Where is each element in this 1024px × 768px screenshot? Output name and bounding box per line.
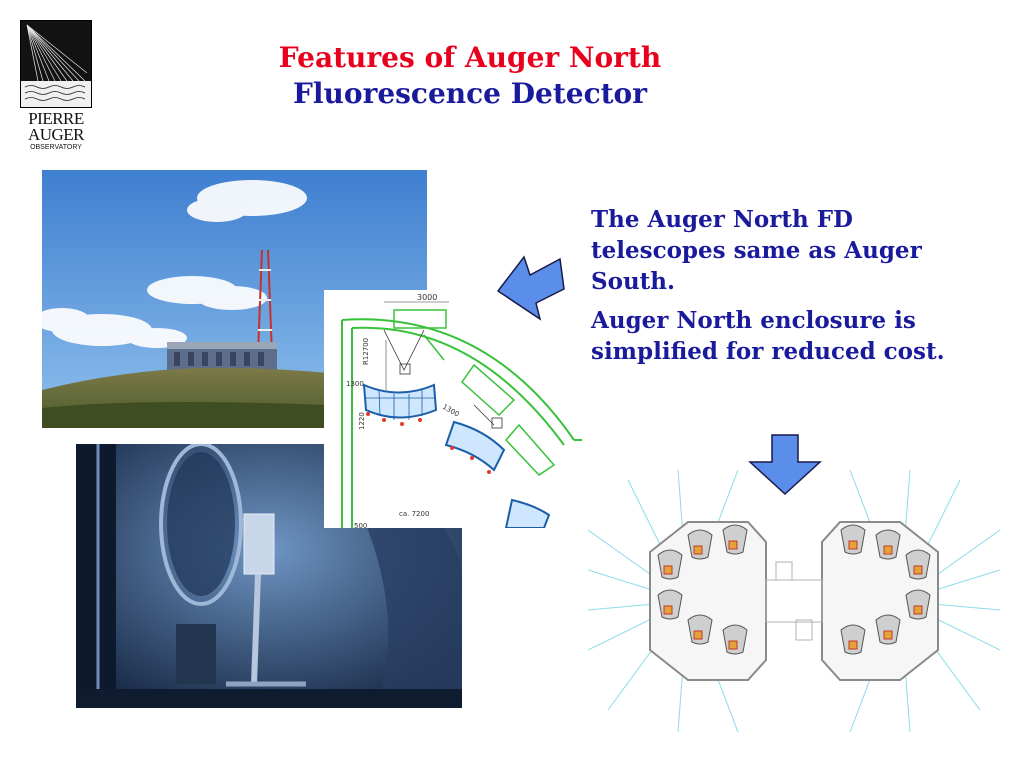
paragraph-enclosure: Auger North enclosure is simplified for … — [591, 307, 945, 365]
slide-body-text: The Auger North FD telescopes same as Au… — [591, 204, 971, 375]
title-line-2: Fluorescence Detector — [293, 77, 647, 110]
logo-text-observatory: OBSERVATORY — [30, 144, 82, 151]
logo-text-pierre: PIERRE — [28, 109, 84, 128]
paragraph-telescopes: The Auger North FD telescopes same as Au… — [591, 206, 922, 295]
logo-text-auger: AUGER — [27, 125, 85, 144]
slide-title: Features of Auger North Fluorescence Det… — [200, 40, 740, 112]
mirror-segment-icon — [362, 383, 551, 529]
plan-label-3000: 3000 — [417, 293, 437, 302]
plan-label-ca7200: ca. 7200 — [399, 510, 429, 518]
arrow-down-icon — [748, 434, 822, 496]
plan-label-r12700: R12700 — [362, 338, 370, 365]
fd-floor-plan-diagram: 3000 R12700 1300 1300 1220 ca. 7200 500 — [324, 290, 582, 530]
title-line-1: Features of Auger North — [278, 41, 662, 74]
plan-label-1300-left: 1300 — [346, 380, 364, 388]
fd-telescope-interior-photo — [76, 444, 462, 708]
plan-label-1300-diag: 1300 — [441, 403, 460, 419]
pierre-auger-logo: PIERRE AUGER OBSERVATORY — [20, 20, 92, 155]
plan-label-500: 500 — [354, 522, 367, 528]
shower-emblem-icon — [21, 21, 91, 107]
auger-north-enclosure-diagram — [587, 469, 1001, 733]
logo-emblem — [20, 20, 92, 108]
plan-label-1220: 1220 — [358, 412, 366, 430]
arrow-left-icon — [496, 253, 566, 323]
